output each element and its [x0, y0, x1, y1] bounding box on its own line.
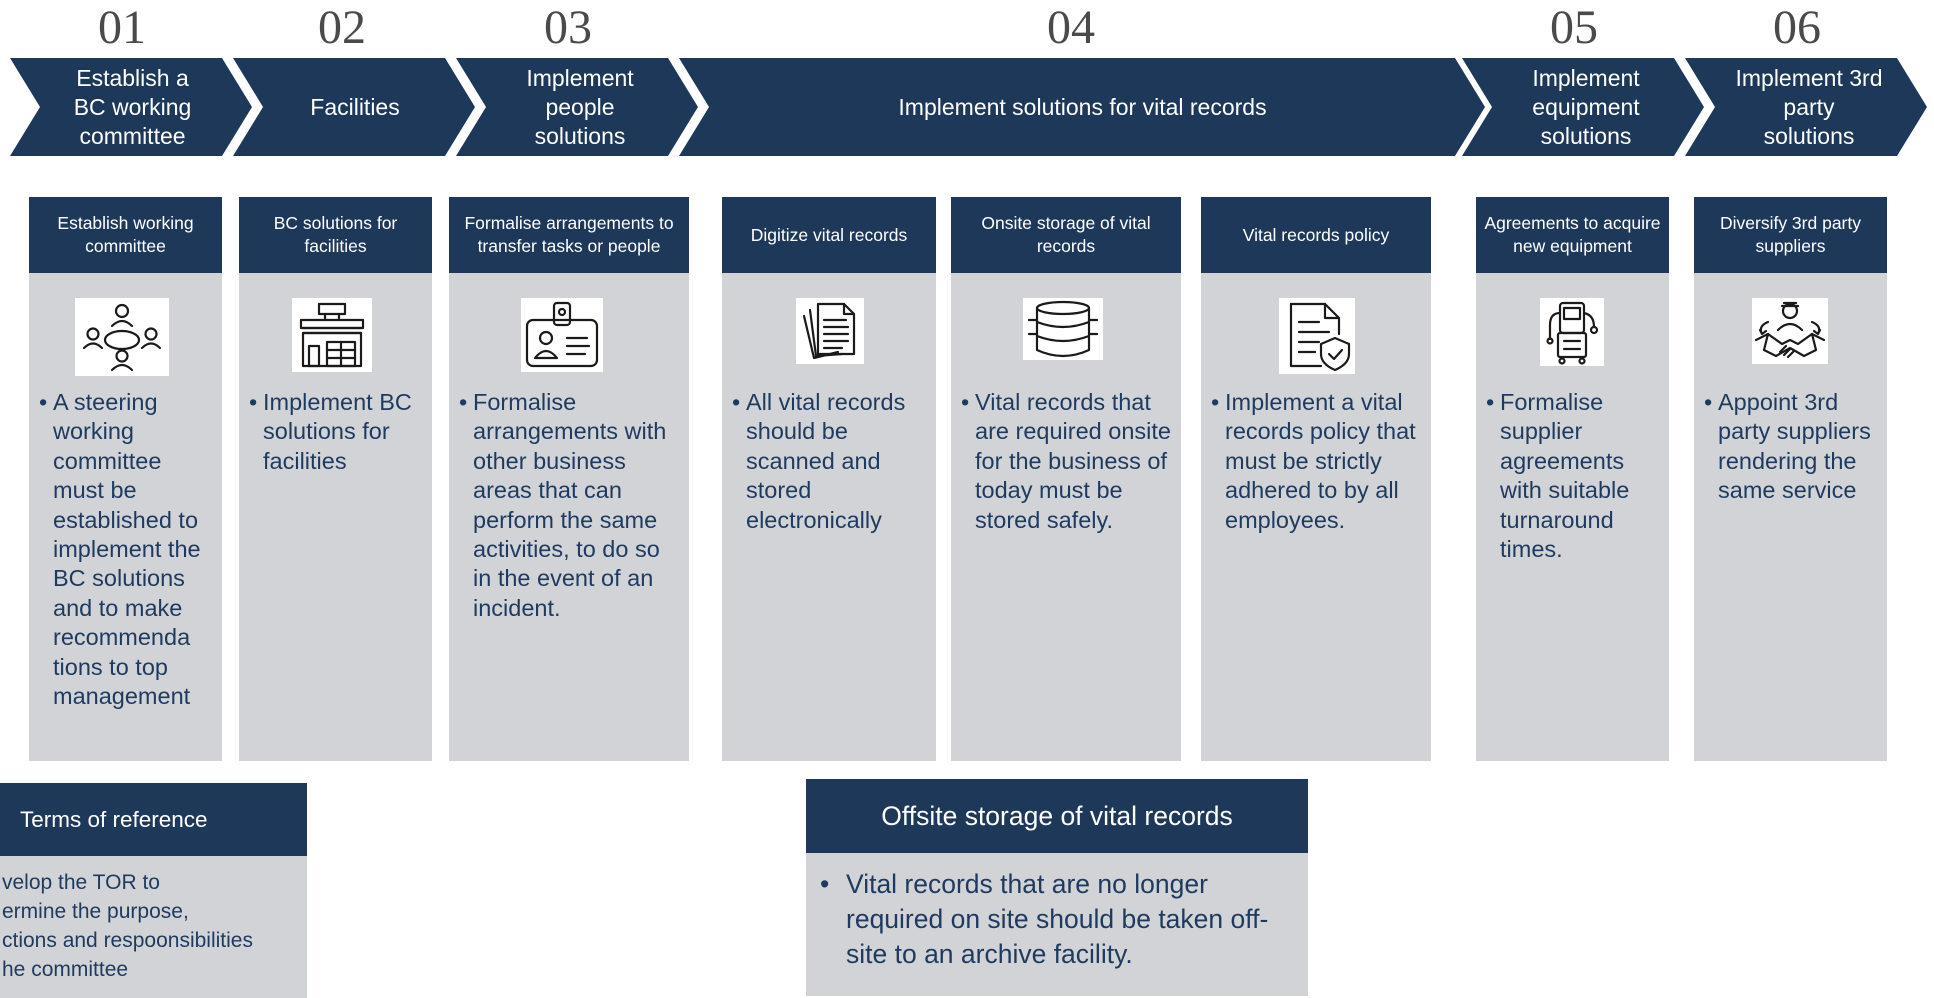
bullet-marker: •	[459, 389, 468, 415]
card-text-digitize: • All vital records should be scanned an…	[722, 388, 932, 535]
card-heading-transfer-arrangements: Formalise arrangements to transfer tasks…	[449, 197, 689, 273]
offsite-storage-text: Vital records that are no longer require…	[846, 869, 1269, 969]
bullet-marker: •	[1211, 389, 1220, 415]
step-number-06: 06	[1773, 1, 1821, 54]
card-bullet-text: Appoint 3rd party suppliers rendering th…	[1718, 389, 1871, 504]
card-text-facilities: • Implement BC solutions for facilities	[239, 388, 423, 476]
bullet-marker: •	[39, 389, 48, 415]
terms-of-reference-body: velop the TOR to ermine the purpose, cti…	[0, 856, 307, 998]
building-icon	[292, 298, 372, 372]
medical-equipment-icon	[1540, 298, 1604, 366]
bullet-marker: •	[1486, 389, 1495, 415]
card-bullet-text: Implement a vital records policy that mu…	[1225, 389, 1416, 533]
handshake-icon	[1752, 298, 1828, 364]
card-bullet-text: All vital records should be scanned and …	[746, 389, 906, 533]
card-heading-policy: Vital records policy	[1201, 197, 1431, 273]
step-number-04: 04	[1047, 1, 1095, 54]
terms-of-reference-heading: Terms of reference	[0, 783, 307, 856]
card-heading-establish-committee: Establish working committee	[29, 197, 222, 273]
database-icon	[1023, 298, 1103, 360]
documents-icon	[796, 298, 864, 364]
terms-line-2: ermine the purpose,	[2, 900, 189, 923]
chevron-step-5	[1462, 58, 1704, 156]
bullet-marker: •	[961, 389, 970, 415]
bullet-marker: •	[732, 389, 741, 415]
step-title-04: Implement solutions for vital records	[898, 93, 1267, 120]
bullet-marker: •	[1704, 389, 1713, 415]
process-chevron-banner	[10, 58, 1927, 156]
step-number-01: 01	[98, 1, 146, 54]
card-text-onsite-storage: • Vital records that are required onsite…	[951, 388, 1173, 535]
offsite-storage-heading: Offsite storage of vital records	[806, 779, 1308, 853]
card-bullet-text: Formalise arrangements with other busine…	[473, 389, 667, 621]
chevron-step-6	[1685, 58, 1927, 156]
offsite-storage-body: • Vital records that are no longer requi…	[806, 853, 1308, 996]
card-text-suppliers: • Appoint 3rd party suppliers rendering …	[1694, 388, 1878, 506]
card-text-equipment: • Formalise supplier agreements with sui…	[1476, 388, 1660, 564]
card-bullet-text: A steering working committee must be est…	[53, 389, 201, 710]
terms-line-1: velop the TOR to	[2, 871, 160, 894]
policy-document-icon	[1279, 298, 1355, 374]
card-heading-onsite-storage: Onsite storage of vital records	[951, 197, 1181, 273]
chevron-step-3	[456, 58, 698, 156]
terms-line-4: he committee	[2, 958, 129, 981]
step-number-03: 03	[544, 1, 592, 54]
step-title-01: Establish a BC working committee	[73, 64, 192, 149]
card-text-policy: • Implement a vital records policy that …	[1201, 388, 1423, 535]
step-number-05: 05	[1550, 1, 1598, 54]
bullet-marker: •	[820, 869, 830, 899]
card-heading-suppliers: Diversify 3rd party suppliers	[1694, 197, 1887, 273]
step-title-02: Facilities	[310, 93, 400, 120]
card-heading-digitize: Digitize vital records	[722, 197, 936, 273]
bullet-marker: •	[249, 389, 258, 415]
meeting-table-icon	[75, 298, 169, 376]
card-heading-facilities: BC solutions for facilities	[239, 197, 432, 273]
chevron-step-4	[679, 58, 1485, 156]
card-bullet-text: Vital records that are required onsite f…	[975, 389, 1171, 533]
id-badge-icon	[521, 298, 603, 372]
chevron-step-2	[233, 58, 475, 156]
step-title-06: Implement 3rd party solutions	[1735, 64, 1883, 149]
card-bullet-text: Formalise supplier agreements with suita…	[1500, 389, 1630, 563]
chevron-step-1	[10, 58, 252, 156]
card-text-transfer-arrangements: • Formalise arrangements with other busi…	[449, 388, 683, 623]
step-title-03: Implement people solutions	[526, 64, 634, 149]
card-heading-equipment: Agreements to acquire new equipment	[1476, 197, 1669, 273]
step-title-05: Implement equipment solutions	[1532, 64, 1640, 149]
card-text-establish-committee: • A steering working committee must be e…	[29, 388, 213, 711]
card-bullet-text: Implement BC solutions for facilities	[263, 389, 412, 474]
step-number-02: 02	[318, 1, 366, 54]
terms-line-3: ctions and respoonsibilities	[2, 929, 253, 952]
